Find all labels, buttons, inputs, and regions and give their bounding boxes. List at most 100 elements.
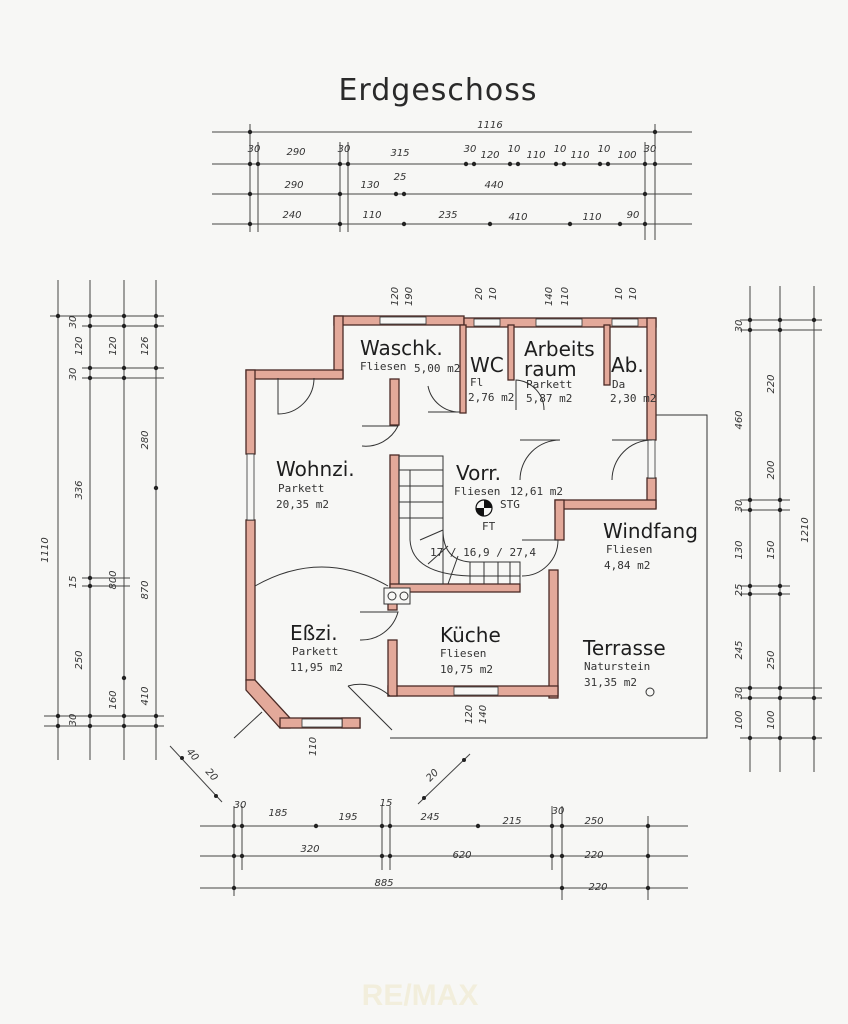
dim-label: 235 xyxy=(438,210,457,221)
door-swings xyxy=(233,377,653,739)
dim-label: 250 xyxy=(766,650,777,669)
room-floor: Parkett xyxy=(526,378,572,391)
dim-label: 130 xyxy=(360,180,379,191)
room-area: 11,95 m2 xyxy=(290,661,343,674)
room-area: 12,61 m2 xyxy=(510,485,563,498)
diagonal-dimensions: 40 20 20 xyxy=(169,745,471,805)
dim-label: 160 xyxy=(108,690,119,709)
dim-label: 220 xyxy=(766,374,777,393)
dim-label: 100 xyxy=(617,150,636,161)
dim-label: 410 xyxy=(508,212,527,223)
dim-label: 30 xyxy=(734,687,745,700)
dim-label: 25 xyxy=(394,172,407,183)
room-area: 5,87 m2 xyxy=(526,392,572,405)
bottom-dimension-chains: 30 185 195 15 245 215 30 250 320 620 220… xyxy=(200,798,688,900)
dim-label: 245 xyxy=(734,640,745,659)
room-floor: Fl xyxy=(470,376,483,389)
stair-note: 17 / 16,9 / 27,4 xyxy=(430,546,536,559)
room-area: 31,35 m2 xyxy=(584,676,637,689)
dim-label: 110 xyxy=(526,150,545,161)
room-name: Wohnzi. xyxy=(276,457,355,481)
dim-label: 440 xyxy=(484,180,503,191)
dim-label: 10 xyxy=(554,144,567,155)
dim-label: 110 xyxy=(570,150,589,161)
dim-label: 215 xyxy=(502,816,521,827)
room-name: Küche xyxy=(440,623,501,647)
dim-label: 320 xyxy=(300,844,319,855)
stair-note: FT xyxy=(482,520,496,533)
opening-labels: 120 190 20 10 140 110 10 10 110 120 140 xyxy=(308,287,639,756)
room-kueche: Küche Fliesen 10,75 m2 xyxy=(440,623,501,676)
dim-label: 90 xyxy=(627,210,640,221)
top-dimension-chains: 1116 30 290 30 315 30 120 10 110 10 110 … xyxy=(212,120,692,240)
room-area: 20,35 m2 xyxy=(276,498,329,511)
room-name: Windfang xyxy=(603,519,698,543)
dim-top-overall: 1116 xyxy=(477,120,502,131)
dim-label: 10 xyxy=(598,144,611,155)
dim-label: 200 xyxy=(766,460,777,479)
dim-label: 10 xyxy=(614,287,625,300)
dim-label: 250 xyxy=(584,816,603,827)
dim-label: 140 xyxy=(544,287,555,306)
dim-label: 30 xyxy=(464,144,477,155)
watermark-logo: RE/MAX xyxy=(362,979,479,1012)
dim-label: 315 xyxy=(390,148,409,159)
right-dimension-chains: 30 460 30 130 25 245 30 100 220 200 150 … xyxy=(734,286,822,772)
dim-label: 1210 xyxy=(800,517,811,542)
dim-label: 15 xyxy=(380,798,393,809)
dim-label: 120 xyxy=(74,336,85,355)
dim-label: 120 xyxy=(390,287,401,306)
room-name: WC xyxy=(470,353,504,377)
dim-label: 30 xyxy=(68,714,79,727)
dim-label: 20 xyxy=(203,767,220,784)
drain-icon xyxy=(645,687,655,697)
staircase: 17 / 16,9 / 27,4 xyxy=(398,455,536,585)
dim-label: 195 xyxy=(338,812,357,823)
room-name: Ab. xyxy=(611,353,644,377)
room-wc: WC Fl 2,76 m2 xyxy=(468,353,514,404)
dim-label: 885 xyxy=(374,878,393,889)
dim-label: 245 xyxy=(420,812,439,823)
room-name: Arbeits xyxy=(524,337,595,361)
dim-label: 190 xyxy=(404,287,415,306)
dim-label: 336 xyxy=(74,480,85,499)
room-name: Vorr. xyxy=(456,461,501,485)
room-area: 2,30 m2 xyxy=(610,392,656,405)
left-dimension-chains: 1110 30 120 30 336 15 250 30 120 800 160… xyxy=(40,280,164,760)
dim-label: 15 xyxy=(68,576,79,589)
dim-label: 30 xyxy=(68,316,79,329)
room-windfang: Windfang Fliesen 4,84 m2 xyxy=(603,519,698,572)
room-floor: Parkett xyxy=(292,645,338,658)
room-abstellraum: Ab. Da 2,30 m2 xyxy=(610,353,656,405)
room-floor: Fliesen xyxy=(606,543,652,556)
room-area: 2,76 m2 xyxy=(468,391,514,404)
dim-label: 110 xyxy=(582,212,601,223)
dim-label: 10 xyxy=(508,144,521,155)
room-floor: Naturstein xyxy=(584,660,650,673)
dim-label: 25 xyxy=(734,584,745,597)
room-floor: Parkett xyxy=(278,482,324,495)
dim-label: 10 xyxy=(488,287,499,300)
room-floor: Da xyxy=(612,378,625,391)
dim-label: 185 xyxy=(268,808,287,819)
installation-symbols: STG FT xyxy=(383,498,655,697)
dim-label: 20 xyxy=(474,287,485,300)
dim-label: 100 xyxy=(766,710,777,729)
room-name: Terrasse xyxy=(582,636,666,660)
room-area: 10,75 m2 xyxy=(440,663,493,676)
dim-label: 620 xyxy=(452,850,471,861)
dim-label: 150 xyxy=(766,540,777,559)
dim-label: 280 xyxy=(140,430,151,449)
room-floor: Fliesen xyxy=(360,360,406,373)
room-vorraum: Vorr. Fliesen 12,61 m2 xyxy=(454,461,563,498)
dim-label: 130 xyxy=(734,540,745,559)
dim-label: 410 xyxy=(140,686,151,705)
room-area: 4,84 m2 xyxy=(604,559,650,572)
dim-label: 30 xyxy=(68,368,79,381)
dim-label: 220 xyxy=(588,882,607,893)
room-area: 5,00 m2 xyxy=(414,362,460,375)
dim-label: 110 xyxy=(362,210,381,221)
dim-label: 30 xyxy=(734,500,745,513)
dim-label: 800 xyxy=(108,570,119,589)
